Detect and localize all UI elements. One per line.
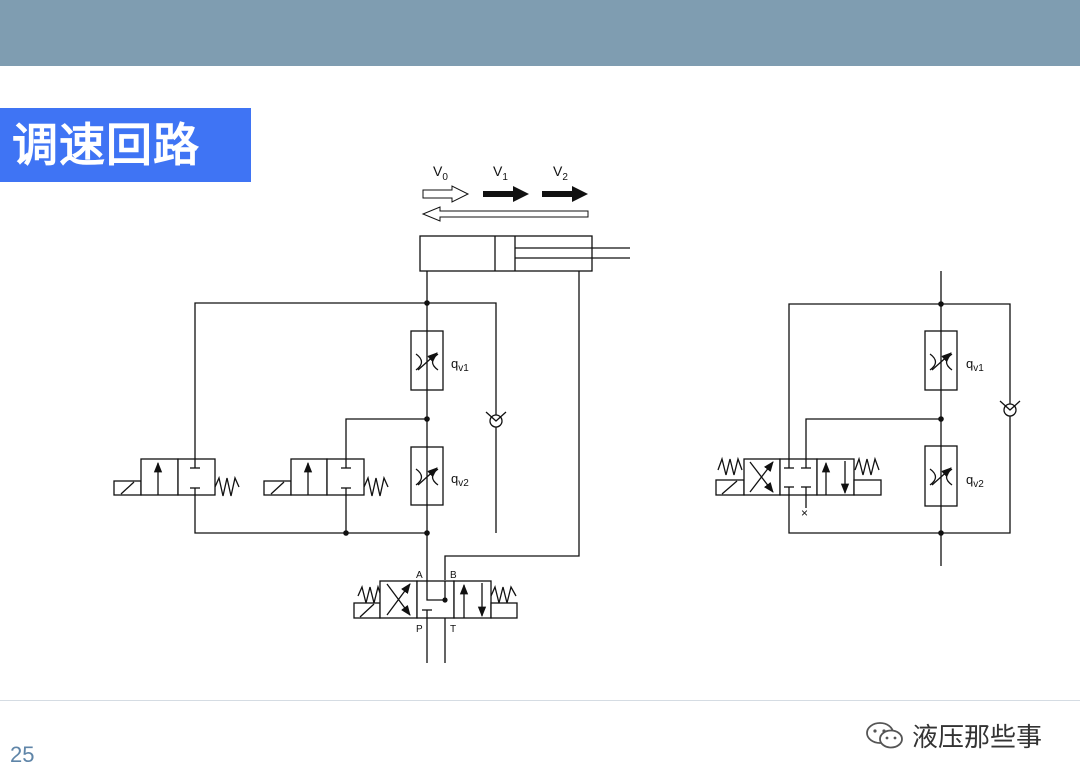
header-bar [0, 0, 1080, 66]
watermark: 液压那些事 [864, 718, 1043, 753]
label-v2: V2 [553, 163, 568, 183]
check-valve-right-icon [999, 400, 1021, 417]
port-label-p: P [416, 624, 423, 635]
page-title: 调速回路 [0, 108, 251, 182]
port-label-a: A [416, 570, 423, 581]
left-circuit-labels: qv1 qv2 A B P T [416, 356, 469, 635]
label-v0: V0 [433, 163, 448, 183]
v2-solid-arrow-icon [542, 186, 588, 202]
directional-valve-icon [353, 580, 518, 619]
check-valve-icon [485, 411, 507, 428]
velocity-indicators: V0 V1 V2 [421, 163, 589, 222]
port-label-b: B [450, 570, 457, 581]
wechat-icon [866, 722, 903, 749]
solenoid-valve-2-icon [263, 458, 389, 497]
left-circuit [113, 235, 630, 663]
port-label-t: T [450, 624, 456, 635]
flow-control-valve-qv1-icon [410, 330, 444, 391]
directional-valve-right-icon [715, 456, 882, 508]
page-number: 25 [10, 742, 35, 767]
plugged-port-mark: × [801, 506, 808, 520]
footer-divider [0, 700, 1080, 701]
hydraulic-cylinder-icon [419, 235, 630, 272]
return-hollow-arrow-icon [421, 206, 589, 222]
right-circuit-labels: qv1 qv2 × [801, 356, 984, 520]
v1-solid-arrow-icon [483, 186, 529, 202]
label-qv2-left: qv2 [451, 471, 469, 489]
watermark-text: 液压那些事 [912, 722, 1043, 753]
flow-control-valve-qv1-right-icon [924, 330, 958, 391]
right-circuit [715, 271, 1021, 566]
flow-control-valve-qv2-icon [410, 446, 444, 506]
label-qv2-right: qv2 [966, 472, 984, 490]
v0-hollow-arrow-icon [422, 185, 470, 203]
label-v1: V1 [493, 163, 508, 183]
label-qv1-right: qv1 [966, 356, 984, 374]
label-qv1-left: qv1 [451, 356, 469, 374]
hydraulic-speed-circuit-diagram: V0 V1 V2 [113, 163, 1021, 663]
solenoid-valve-1-icon [113, 458, 240, 497]
flow-control-valve-qv2-right-icon [924, 445, 958, 507]
